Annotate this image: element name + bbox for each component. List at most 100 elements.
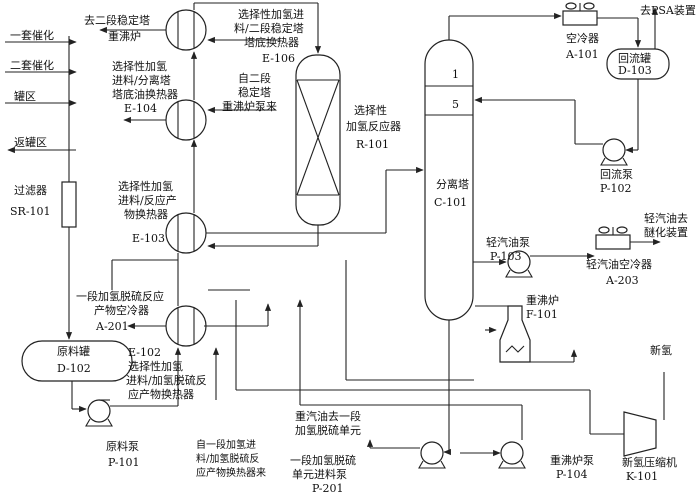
e102-label-2: 选择性加氢 (128, 359, 183, 373)
from-feed-ex-1: 自一段加氢进 (196, 438, 256, 451)
d103-label-1: 回流罐 (618, 51, 651, 65)
light-pump-p103 (505, 250, 533, 278)
from-reboiler-1: 自二段 (238, 71, 271, 85)
feed-tank-d102 (21, 340, 133, 382)
e104-label-2: 进料/分离塔 (112, 73, 171, 87)
filter-label-2: SR-101 (10, 205, 51, 218)
e104-label-3: 塔底油换热器 (112, 87, 178, 101)
reflux-pump-p102 (600, 138, 628, 166)
from-feed-ex-2: 料/加氢脱硫反 (196, 452, 259, 465)
compressor-k101 (623, 411, 657, 457)
feed-tank-label-1: 原料罐 (57, 344, 90, 358)
e102-label-3: 进料/加氢脱硫反 (126, 373, 207, 387)
p103-label-1: 轻汽油泵 (486, 235, 530, 249)
p104-label-1: 重沸炉泵 (550, 453, 594, 467)
a203-label-2: A-203 (605, 274, 639, 287)
svg-text:去二段稳定塔重沸炉: 去二段稳定塔重沸炉 (84, 13, 150, 43)
stream-in1: 一套催化 (10, 28, 54, 42)
d103-label-2: D-103 (618, 64, 652, 77)
svg-text:自二段稳定塔重沸炉泵来: 自二段稳定塔重沸炉泵来 (222, 71, 277, 113)
tray-5: 5 (452, 98, 459, 111)
column-label-2: C-101 (434, 196, 467, 209)
a101-label-2: A-101 (565, 48, 599, 61)
reboiler-pump-p104 (498, 441, 526, 469)
svg-text:重汽油去一段加氢脱硫单元: 重汽油去一段加氢脱硫单元 (295, 409, 361, 437)
exchanger-e104 (165, 99, 207, 141)
from-reboiler-3: 重沸炉泵来 (222, 99, 277, 113)
stream-in3: 罐区 (14, 90, 36, 103)
heavy-gasoline-2: 加氢脱硫单元 (295, 423, 361, 437)
air-cooler-a203 (595, 226, 631, 250)
k101-label-2: K-101 (626, 470, 658, 483)
from-feed-ex-3: 应产物换热器来 (196, 466, 266, 479)
reactor-r101 (295, 54, 341, 226)
e103-label-2: 进料/反应产 (118, 193, 177, 207)
p102-label-2: P-102 (600, 182, 632, 195)
feed-pump-p101 (85, 399, 113, 427)
p201-label-3: P-201 (312, 482, 344, 495)
e103-label-3: 物换热器 (124, 207, 168, 221)
a201-label-3: A-201 (95, 320, 129, 333)
e106-label-4: E-106 (262, 52, 295, 65)
e106-label-3: 塔底换热器 (244, 35, 299, 49)
reactor-label-3: R-101 (356, 138, 389, 151)
svg-text:自一段加氢进料/加氢脱硫反应产物换热器来: 自一段加氢进料/加氢脱硫反应产物换热器来 (196, 438, 266, 479)
stream-in2: 二套催化 (10, 58, 54, 72)
filter-label-1: 过滤器 (14, 184, 47, 197)
reactor-label-1: 选择性 (354, 103, 387, 117)
e106-label-2: 料/二段稳定塔 (234, 21, 304, 35)
heavy-gasoline-1: 重汽油去一段 (295, 409, 361, 423)
p201-label-1: 一段加氢脱硫 (290, 453, 356, 467)
stream-to-psa: 去PSA装置 (640, 4, 696, 17)
p103-label-2: P-103 (490, 250, 522, 263)
f101-label-1: 重沸炉 (526, 293, 559, 307)
reactor-label-2: 加氢反应器 (346, 119, 401, 133)
p102-label-1: 回流泵 (600, 167, 633, 181)
k101-label-1: 新氢压缩机 (622, 455, 677, 469)
air-cooler-a101 (562, 2, 598, 26)
e103-label-1: 选择性加氢 (118, 179, 173, 193)
a201-label-1: 一段加氢脱硫反应 (76, 289, 164, 303)
f101-label-2: F-101 (526, 308, 558, 321)
e101-label-1: 去二段稳定塔 (84, 13, 150, 27)
e104-label-1: 选择性加氢 (112, 59, 167, 73)
svg-text:轻汽油去醚化装置: 轻汽油去醚化装置 (644, 211, 688, 239)
a203-label-1: 轻汽油空冷器 (586, 257, 652, 271)
e102-label-4: 应产物换热器 (128, 387, 194, 401)
exchanger-e102 (165, 305, 207, 347)
feed-pump-label-1: 原料泵 (106, 439, 139, 453)
to-sweetening-2: 醚化装置 (644, 225, 688, 239)
to-sweetening-1: 轻汽油去 (644, 211, 688, 225)
e106-label-1: 选择性加氢进 (238, 7, 304, 21)
stream-hydrogen: 新氢 (650, 343, 672, 357)
e103-label-4: E-103 (132, 232, 165, 245)
filter-sr101 (61, 181, 77, 228)
a101-label-1: 空冷器 (566, 31, 599, 45)
feed-pump-label-2: P-101 (108, 456, 140, 469)
from-reboiler-2: 稳定塔 (238, 85, 271, 99)
p104-label-2: P-104 (556, 468, 588, 481)
tray-1: 1 (452, 68, 459, 81)
column-label-1: 分离塔 (436, 177, 469, 191)
stream-return: 返罐区 (14, 136, 47, 149)
